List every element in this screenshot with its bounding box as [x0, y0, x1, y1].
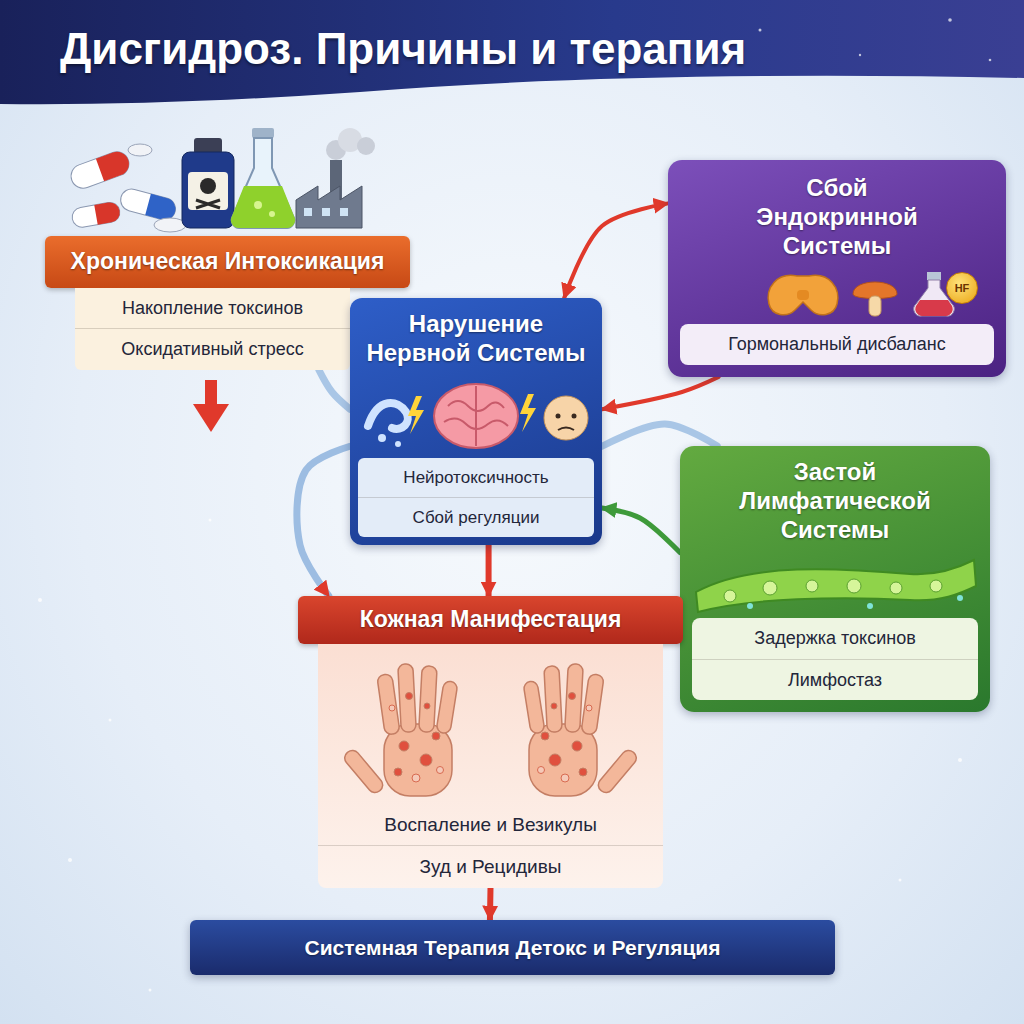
- box-title: Нарушение Нервной Системы: [358, 310, 594, 368]
- hand-left: [342, 663, 458, 795]
- box-header: Хроническая Интоксикация: [45, 236, 410, 288]
- cause-box: Застой Лимфатической Системы Задержка то…: [680, 446, 990, 712]
- icon-holder: [680, 548, 990, 618]
- box-line: Сбой регуляции: [358, 498, 594, 537]
- nervous-icons: [358, 376, 594, 454]
- box-line: Накопление токсинов: [75, 288, 350, 330]
- connector-arrow: [297, 446, 350, 596]
- connector-arrow: [602, 377, 719, 409]
- box-title: Системная Терапия Детокс и Регуляция: [210, 935, 815, 960]
- connector-arrow: [319, 370, 350, 410]
- cause-box: Сбой Эндокринной Системы HF Гормональный …: [668, 160, 1006, 377]
- box-header: Кожная Манифестация: [298, 596, 683, 644]
- neuron-symbol: [368, 403, 408, 429]
- box-header: Сбой Эндокринной Системы: [668, 160, 1006, 264]
- adrenal-symbol: [853, 282, 897, 316]
- box-header: Застой Лимфатической Системы: [680, 446, 990, 548]
- thyroid-symbol: [768, 276, 838, 315]
- box-body: НейротоксичностьСбой регуляции: [358, 458, 594, 538]
- connector-arrow: [602, 508, 680, 553]
- icon-holder: [350, 372, 602, 458]
- cause-box: Кожная Манифестация Воспале: [298, 596, 683, 888]
- lymph-vessel-icon: [690, 552, 980, 614]
- box-body: Гормональный дисбаланс: [680, 324, 994, 365]
- hormone-badge: HF: [946, 272, 978, 304]
- brain-symbol: [434, 384, 518, 448]
- box-title: Застой Лимфатической Системы: [725, 458, 945, 544]
- down-arrow: [193, 380, 229, 432]
- cause-box: Системная Терапия Детокс и Регуляция: [190, 920, 835, 975]
- connector-arrow: [564, 203, 668, 298]
- box-title: Сбой Эндокринной Системы: [732, 174, 942, 260]
- icon-holder: HF: [668, 264, 1006, 324]
- box-header: Нарушение Нервной Системы: [350, 298, 602, 372]
- hands-illustration: [318, 648, 663, 800]
- connector-arrow: [487, 888, 494, 920]
- hand-right: [523, 663, 639, 795]
- box-line: Оксидативный стресс: [75, 329, 350, 370]
- box-line: Гормональный дисбаланс: [680, 324, 994, 365]
- box-body: Воспаление и ВезикулыЗуд и Рецидивы: [318, 644, 663, 889]
- box-title: Кожная Манифестация: [311, 606, 671, 634]
- factory-icon: [296, 128, 375, 228]
- icon-holder: [318, 644, 663, 804]
- connector-arrow: [602, 424, 717, 446]
- page-title: Дисгидроз. Причины и терапия: [60, 24, 746, 74]
- lightning: [520, 394, 536, 432]
- box-line: Зуд и Рецидивы: [318, 846, 663, 888]
- box-line: Нейротоксичность: [358, 458, 594, 498]
- box-line: Воспаление и Везикулы: [318, 804, 663, 847]
- lightning: [408, 396, 424, 434]
- poison-bottle-icon: [182, 138, 234, 228]
- pills-icon: [68, 144, 186, 232]
- box-line: Задержка токсинов: [692, 618, 978, 660]
- title-band: [0, 0, 1024, 104]
- face-symbol: [544, 396, 588, 440]
- connector-arrow: [486, 545, 492, 596]
- box-title: Хроническая Интоксикация: [58, 248, 398, 276]
- box-header: Системная Терапия Детокс и Регуляция: [190, 920, 835, 975]
- box-body: Задержка токсиновЛимфостаз: [692, 618, 978, 700]
- box-body: Накопление токсиновОксидативный стресс: [75, 288, 350, 370]
- flask-icon: [231, 128, 295, 228]
- cause-box: Нарушение Нервной Системы Нейротоксичнос…: [350, 298, 602, 545]
- box-line: Лимфостаз: [692, 660, 978, 701]
